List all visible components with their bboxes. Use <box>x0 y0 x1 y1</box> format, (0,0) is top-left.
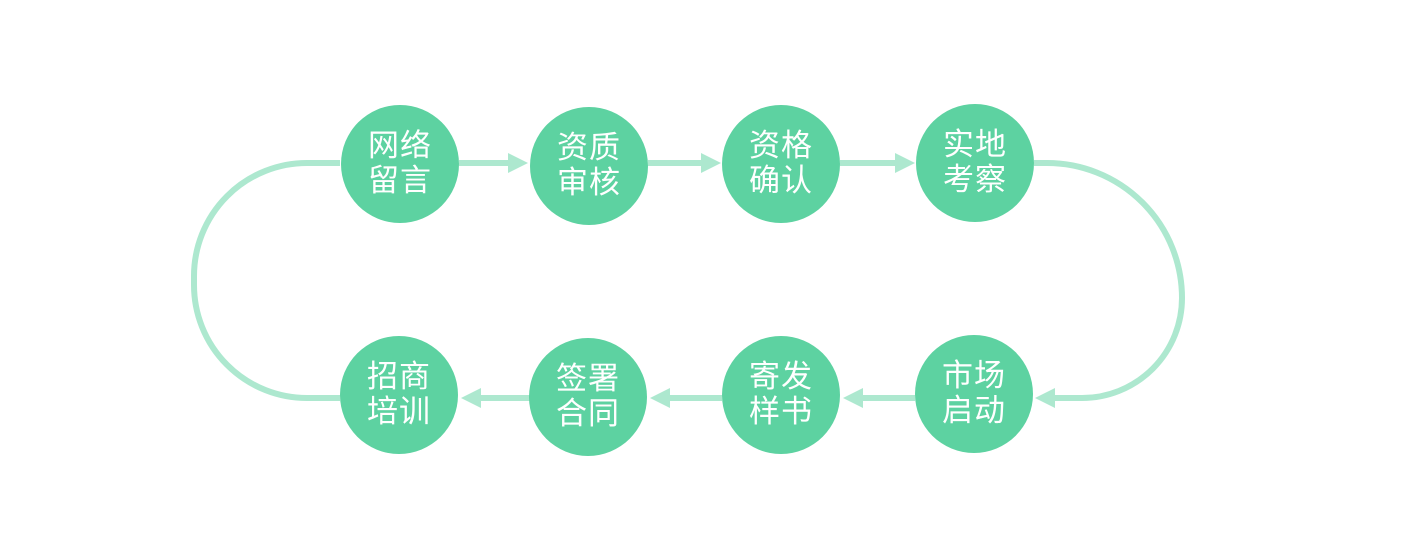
arrowhead-7-8 <box>461 388 481 408</box>
left-loop-connector <box>191 160 340 401</box>
arrowhead-5-6 <box>843 388 863 408</box>
step-node: 实地 考察 <box>916 104 1034 222</box>
arrowhead-4-5 <box>1035 388 1055 408</box>
step-node: 市场 启动 <box>915 335 1033 453</box>
step-label-line1: 市场 <box>942 358 1006 394</box>
step-label-line2: 培训 <box>367 394 431 430</box>
step-node: 资质 审核 <box>530 107 648 225</box>
arrowhead-6-7 <box>650 388 670 408</box>
step-label-line1: 网络 <box>368 128 432 164</box>
step-label-line1: 寄发 <box>749 359 813 395</box>
arrowhead-1-2 <box>508 153 528 173</box>
arrowhead-3-4 <box>895 153 915 173</box>
step-node: 签署 合同 <box>529 338 647 456</box>
step-label-line1: 资质 <box>557 130 621 166</box>
step-label-line2: 留言 <box>368 163 432 199</box>
step-node: 招商 培训 <box>340 336 458 454</box>
step-label-line1: 招商 <box>367 359 431 395</box>
step-node: 寄发 样书 <box>722 336 840 454</box>
step-node: 网络 留言 <box>341 105 459 223</box>
step-label-line2: 启动 <box>942 393 1006 429</box>
right-loop-connector <box>1034 160 1186 401</box>
arrowhead-2-3 <box>701 153 721 173</box>
step-label-line1: 签署 <box>556 361 620 397</box>
step-label-line2: 合同 <box>556 396 620 432</box>
step-label-line2: 考察 <box>943 162 1007 198</box>
step-label-line1: 资格 <box>749 128 813 164</box>
step-label-line2: 确认 <box>749 163 813 199</box>
step-label-line1: 实地 <box>943 127 1007 163</box>
step-label-line2: 审核 <box>557 165 621 201</box>
step-node: 资格 确认 <box>722 105 840 223</box>
step-label-line2: 样书 <box>749 394 813 430</box>
